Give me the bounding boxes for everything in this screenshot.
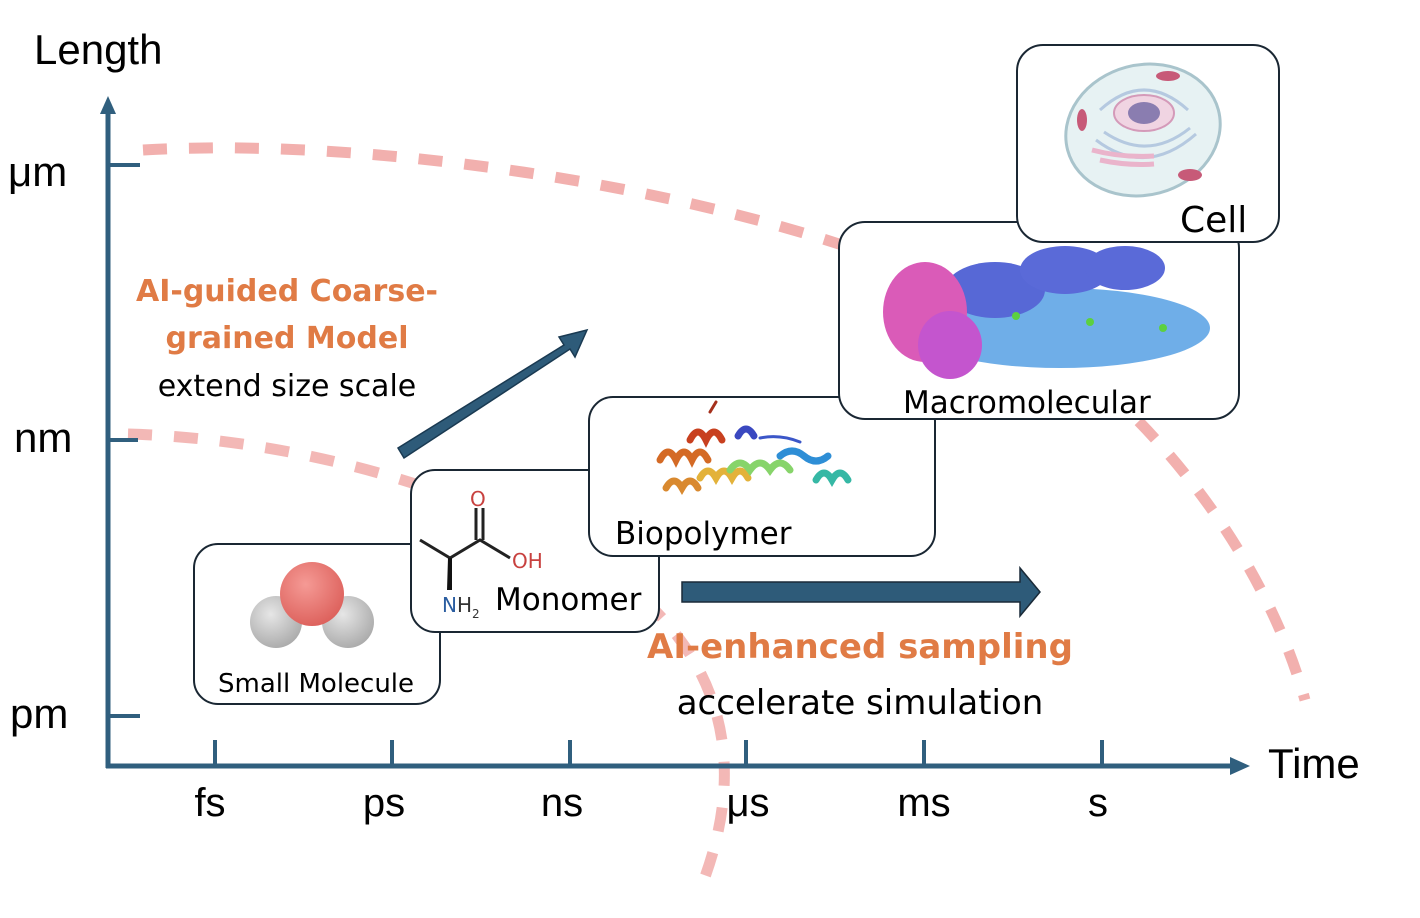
macromolecular-label: Macromolecular <box>903 385 1151 421</box>
small-molecule-box: Small Molecule <box>193 543 441 705</box>
y-tick-label-um: μm <box>8 148 67 195</box>
y-tick-label-pm: pm <box>10 690 68 737</box>
small-molecule-label: Small Molecule <box>218 669 414 699</box>
amine-label: NH2 <box>442 593 480 621</box>
x-tick-label-s: s <box>1088 781 1108 825</box>
x-tick-label-ps: ps <box>363 781 405 825</box>
hydroxyl-label: OH <box>512 549 543 573</box>
amino-acid-structure-icon: O OH NH2 <box>419 487 543 621</box>
upper-boundary-curve <box>142 142 1311 702</box>
enhanced-sampling-arrow <box>681 565 1041 619</box>
monomer-label: Monomer <box>495 582 642 618</box>
x-tick-label-ms: ms <box>897 781 950 825</box>
oxygen-atom-label: O <box>470 487 486 511</box>
macromolecular-box: Macromolecular <box>838 221 1240 421</box>
x-tick-label-us: μs <box>726 781 769 825</box>
cell-icon <box>1064 62 1222 198</box>
y-axis-arrowhead <box>100 96 116 114</box>
y-tick-label-nm: nm <box>14 414 72 461</box>
cell-box: Cell <box>1016 44 1280 243</box>
coarse-grained-title-line1: AI-guided Coarse- <box>136 274 438 309</box>
coarse-grained-subtitle: extend size scale <box>158 369 417 404</box>
biopolymer-label: Biopolymer <box>615 516 792 552</box>
cell-label: Cell <box>1180 200 1247 241</box>
x-tick-label-fs: fs <box>194 781 225 825</box>
x-tick-label-ns: ns <box>541 781 583 825</box>
x-axis-title: Time <box>1268 740 1360 787</box>
y-axis-title: Length <box>34 26 162 73</box>
protein-complex-icon <box>883 246 1210 379</box>
coarse-grained-arrow <box>396 328 589 460</box>
coarse-grained-title-line2: grained Model <box>166 321 409 356</box>
x-axis <box>106 740 1250 775</box>
water-molecule-icon <box>250 562 374 648</box>
protein-ribbon-icon <box>656 400 852 496</box>
x-axis-arrowhead <box>1230 757 1250 775</box>
enhanced-sampling-title: AI-enhanced sampling <box>647 627 1073 667</box>
enhanced-sampling-subtitle: accelerate simulation <box>677 683 1044 723</box>
y-axis <box>100 96 140 768</box>
biopolymer-box: Biopolymer <box>588 396 936 557</box>
